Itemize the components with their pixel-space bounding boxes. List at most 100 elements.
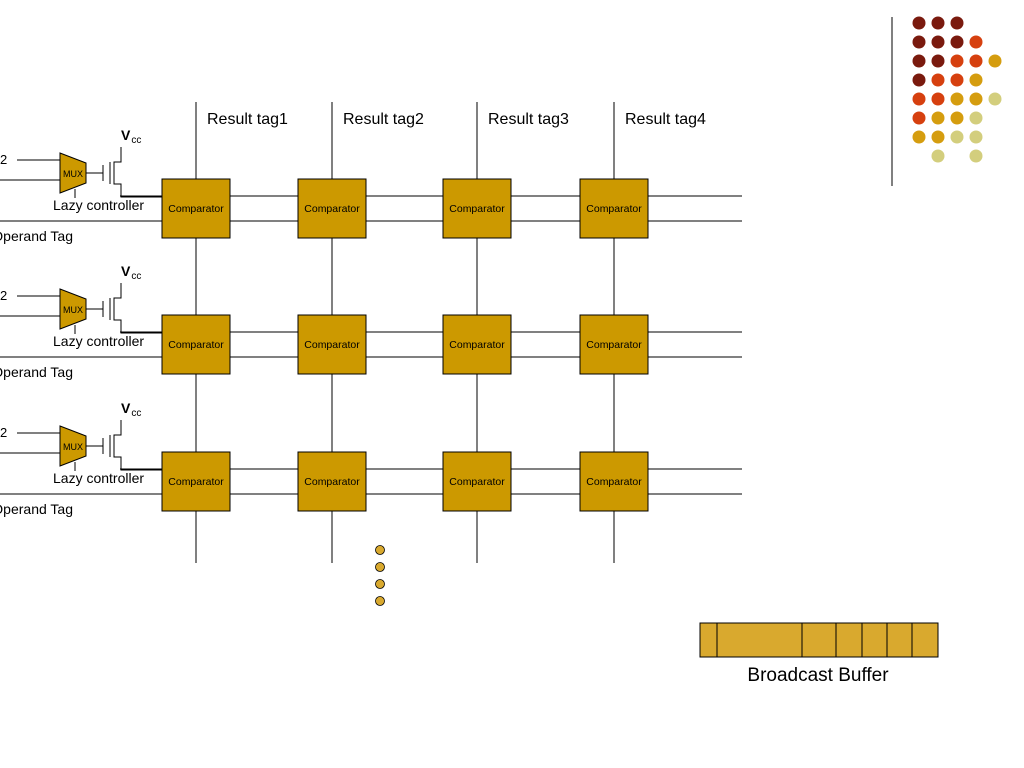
broadcast-buffer-label: Broadcast Buffer bbox=[747, 665, 889, 686]
mux-shape bbox=[59, 152, 87, 194]
comparator-label: Comparator bbox=[586, 339, 642, 351]
comparator: Comparator bbox=[579, 451, 649, 512]
decoration-dot bbox=[912, 54, 926, 68]
decoration-dot-grid bbox=[912, 16, 1002, 163]
comparator-label: Comparator bbox=[168, 476, 224, 488]
decoration-dot bbox=[950, 54, 964, 68]
decoration-dot bbox=[950, 35, 964, 49]
decoration-dot bbox=[931, 130, 945, 144]
decoration-dot bbox=[950, 130, 964, 144]
comparator: Comparator bbox=[579, 178, 649, 239]
comparator-box bbox=[297, 451, 367, 512]
comparator-box bbox=[579, 178, 649, 239]
continuation-dot bbox=[375, 562, 385, 572]
column-header-4: Result tag4 bbox=[625, 111, 706, 128]
mux-input-label: 2 bbox=[0, 425, 7, 440]
decoration-dot bbox=[931, 111, 945, 125]
comparator: Comparator bbox=[442, 451, 512, 512]
decoration-dot bbox=[931, 73, 945, 87]
vcc-sub-text: cc bbox=[131, 135, 141, 146]
comparator: Comparator bbox=[297, 178, 367, 239]
decoration-dot bbox=[950, 73, 964, 87]
comparator: Comparator bbox=[297, 314, 367, 375]
vcc-main-text: V bbox=[121, 127, 131, 143]
mux-input-label: 2 bbox=[0, 152, 7, 167]
decoration-dot bbox=[969, 73, 983, 87]
lazy-controller-label: Lazy controller bbox=[53, 470, 144, 486]
comparator-label: Comparator bbox=[304, 476, 360, 488]
mux-shape bbox=[59, 425, 87, 467]
vcc-main-text: V bbox=[121, 263, 131, 279]
comparator-label: Comparator bbox=[449, 203, 505, 215]
transistor-channel bbox=[113, 283, 162, 334]
comparator: Comparator bbox=[579, 314, 649, 375]
comparator-box bbox=[161, 178, 231, 239]
column-header-3: Result tag3 bbox=[488, 111, 569, 128]
comparator-label: Comparator bbox=[304, 339, 360, 351]
mux-label: MUX bbox=[63, 442, 83, 452]
broadcast-buffer bbox=[699, 622, 939, 658]
comparator: Comparator bbox=[442, 314, 512, 375]
vcc-label: Vcc bbox=[121, 400, 141, 419]
decoration-dot bbox=[931, 149, 945, 163]
decoration-dot bbox=[969, 130, 983, 144]
comparator-box bbox=[297, 178, 367, 239]
decoration-dot bbox=[969, 149, 983, 163]
column-header-2: Result tag2 bbox=[343, 111, 424, 128]
vcc-sub-text: cc bbox=[131, 408, 141, 419]
mux-label: MUX bbox=[63, 305, 83, 315]
comparator: Comparator bbox=[161, 178, 231, 239]
mux-shape bbox=[59, 288, 87, 330]
comparator-box bbox=[579, 314, 649, 375]
comparator: Comparator bbox=[442, 178, 512, 239]
lazy-controller-label: Lazy controller bbox=[53, 333, 144, 349]
continuation-dot bbox=[375, 596, 385, 606]
column-headers: Result tag1 Result tag2 Result tag3 Resu… bbox=[207, 111, 706, 128]
decoration-dot bbox=[950, 111, 964, 125]
decoration-dot bbox=[969, 111, 983, 125]
buffer-outline bbox=[699, 622, 939, 658]
decoration-dot bbox=[931, 35, 945, 49]
comparator-box bbox=[442, 451, 512, 512]
vcc-label: Vcc bbox=[121, 127, 141, 146]
comparator-box bbox=[161, 314, 231, 375]
decoration-dot bbox=[988, 92, 1002, 106]
decoration-dot bbox=[912, 111, 926, 125]
comparator-label: Comparator bbox=[586, 476, 642, 488]
continuation-dot bbox=[375, 545, 385, 555]
decoration-dot bbox=[912, 35, 926, 49]
decoration-dot bbox=[912, 92, 926, 106]
decoration-dot bbox=[950, 92, 964, 106]
comparator-label: Comparator bbox=[449, 339, 505, 351]
operand-tag-label: Operand Tag bbox=[0, 364, 73, 380]
decoration-dot bbox=[912, 130, 926, 144]
comparator-box bbox=[579, 451, 649, 512]
vcc-main-text: V bbox=[121, 400, 131, 416]
decoration-dot bbox=[931, 54, 945, 68]
decoration-dot bbox=[912, 73, 926, 87]
decoration-dot bbox=[969, 54, 983, 68]
continuation-dots bbox=[375, 545, 385, 606]
decoration-dot bbox=[988, 54, 1002, 68]
column-header-1: Result tag1 bbox=[207, 111, 288, 128]
comparator-box bbox=[442, 314, 512, 375]
lazy-controller-label: Lazy controller bbox=[53, 197, 144, 213]
comparator-box bbox=[161, 451, 231, 512]
comparator-box bbox=[442, 178, 512, 239]
decoration-dot bbox=[912, 16, 926, 30]
comparator-label: Comparator bbox=[168, 339, 224, 351]
decoration-dot bbox=[950, 16, 964, 30]
decoration-dot bbox=[931, 92, 945, 106]
transistor-channel bbox=[113, 420, 162, 471]
comparator-label: Comparator bbox=[449, 476, 505, 488]
transistor-channel bbox=[113, 147, 162, 198]
operand-tag-label: Operand Tag bbox=[0, 228, 73, 244]
continuation-dot bbox=[375, 579, 385, 589]
mux-label: MUX bbox=[63, 169, 83, 179]
vcc-sub-text: cc bbox=[131, 271, 141, 282]
